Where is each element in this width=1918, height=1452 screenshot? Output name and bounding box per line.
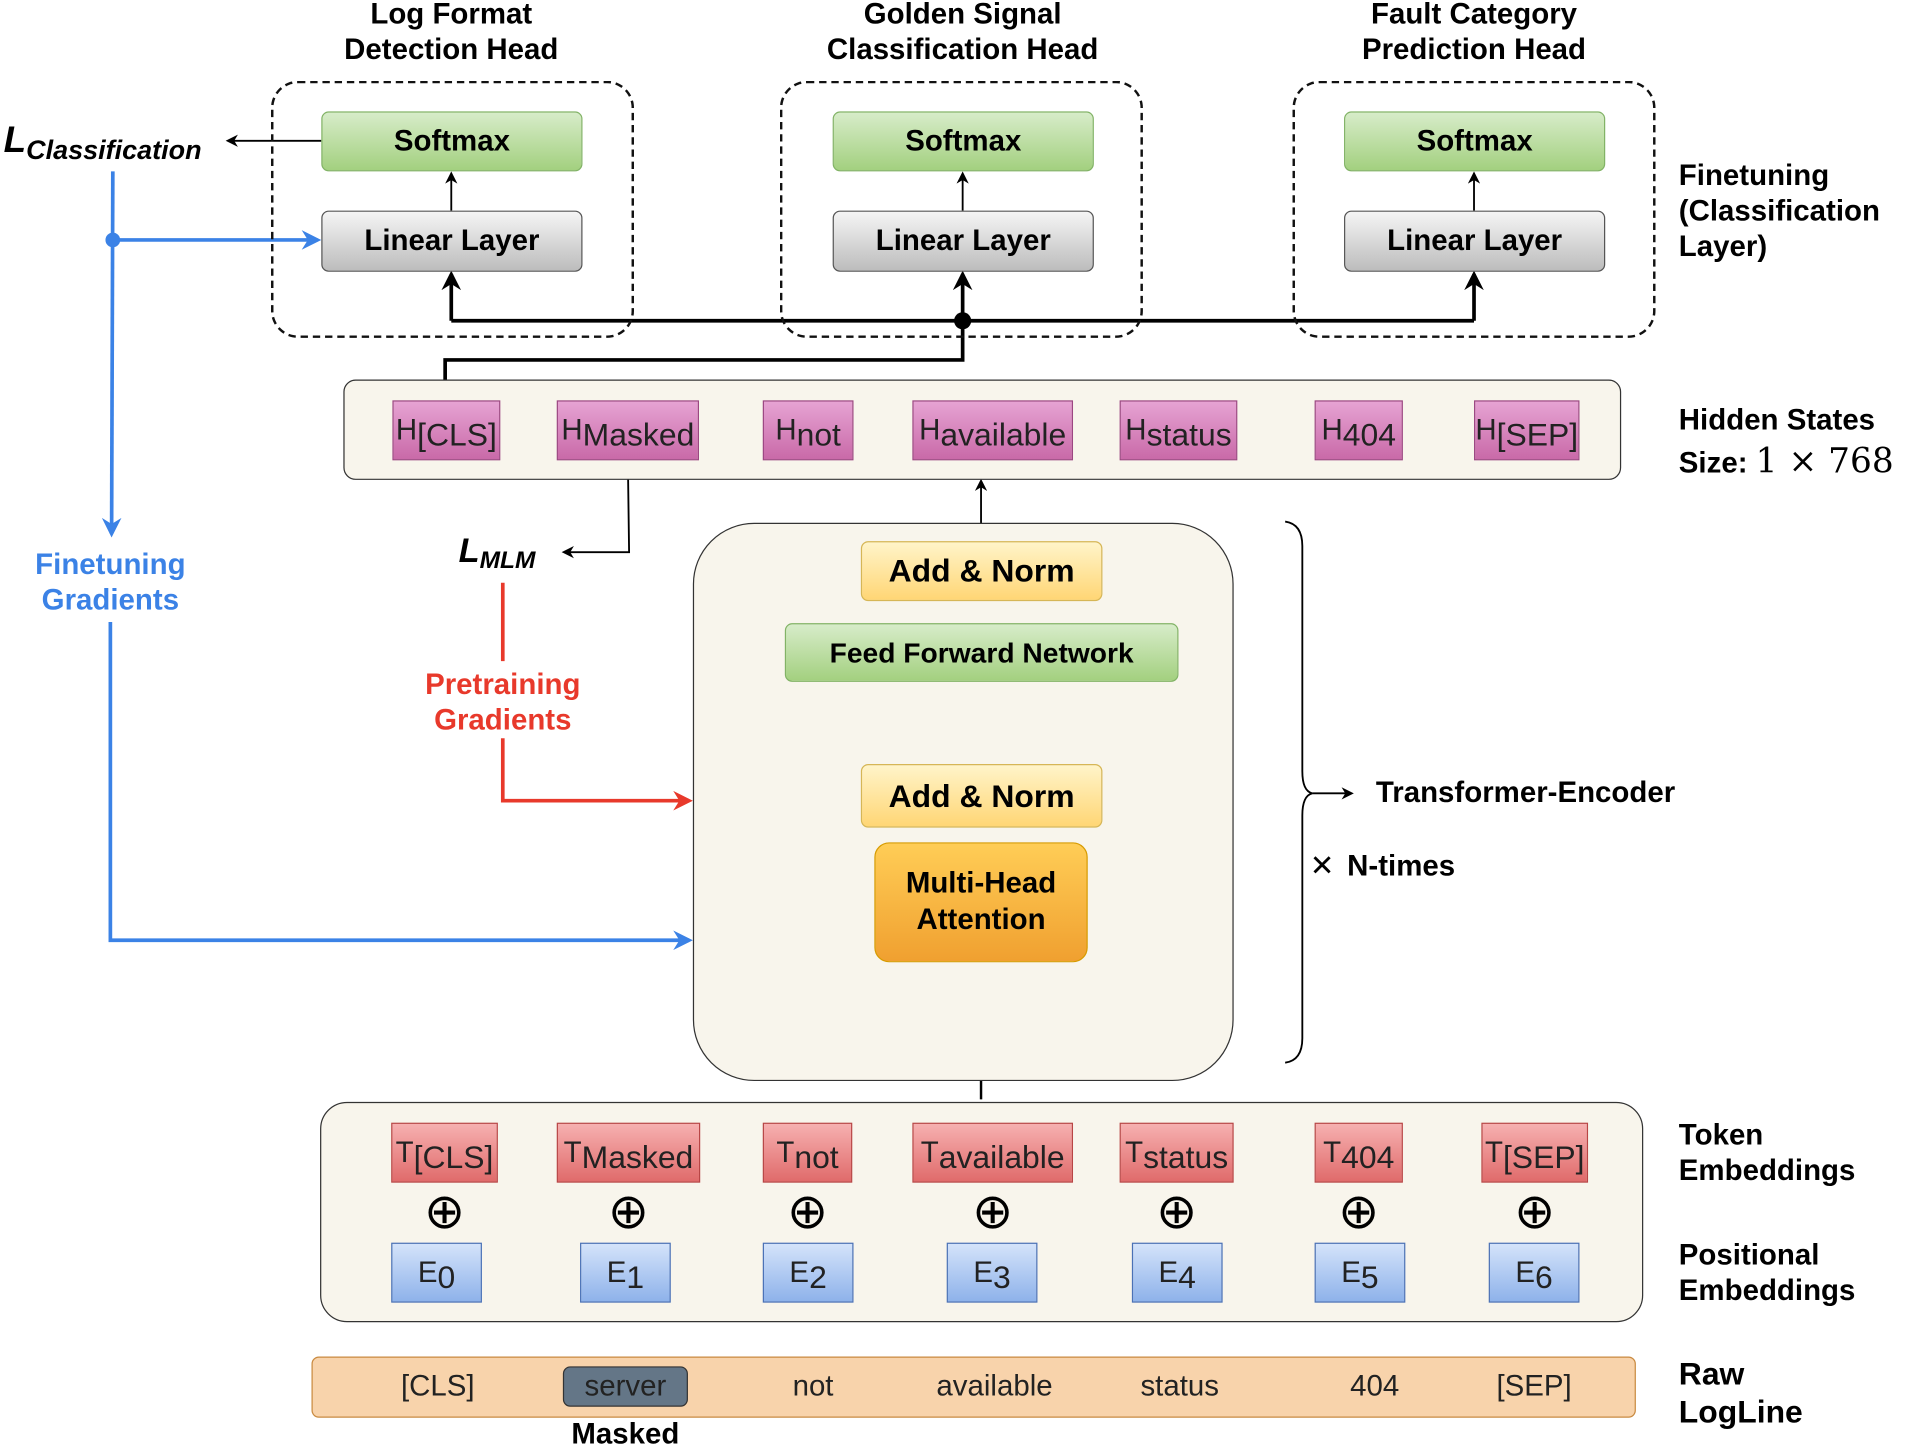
token-embedding: T[CLS] [391, 1122, 498, 1183]
linear-layer-box-2: Linear Layer [832, 210, 1094, 272]
oplus-icon: ⊕ [1156, 1185, 1198, 1239]
oplus-icon: ⊕ [423, 1185, 466, 1239]
raw-token: [SEP] [1496, 1369, 1572, 1403]
masked-caption: Masked [571, 1417, 680, 1451]
n-times-label: ✕ N-times [1309, 849, 1456, 883]
masked-token: server [562, 1366, 688, 1407]
transformer-encoder-label: Transformer-Encoder [1375, 776, 1676, 810]
oplus-icon: ⊕ [972, 1185, 1014, 1239]
raw-logline-bar [311, 1356, 1636, 1418]
raw-token: 404 [1350, 1369, 1400, 1403]
golden-signal-head [779, 80, 1143, 338]
add-norm-bottom: Add & Norm [860, 763, 1103, 828]
raw-token: available [936, 1369, 1053, 1403]
raw-token: [CLS] [400, 1369, 475, 1403]
pretraining-gradient-to-encoder [500, 737, 693, 811]
encoder-brace [1284, 520, 1313, 1064]
raw-token: not [792, 1369, 834, 1403]
loss-mlm-label: LMLM [458, 531, 536, 575]
oplus-icon: ⊕ [786, 1185, 829, 1239]
hidden-state-token: H[CLS] [392, 400, 501, 461]
oplus-icon: ⊕ [607, 1185, 650, 1239]
add-norm-top: Add & Norm [860, 541, 1103, 602]
softmax-box-1: Softmax [321, 111, 583, 172]
times-icon: ✕ [1309, 849, 1335, 883]
oplus-icon: ⊕ [1514, 1185, 1556, 1239]
finetuning-gradient-to-encoder [108, 621, 693, 951]
hidden-state-token: H[SEP] [1474, 400, 1580, 461]
hidden-states-label: Hidden States Size: 1 × 768 [1678, 404, 1894, 482]
softmax-box-2: Softmax [832, 111, 1094, 172]
loss-classification-label: LClassification [3, 119, 202, 166]
softmax-box-3: Softmax [1344, 111, 1606, 172]
arrow-to-l-mlm [561, 460, 631, 559]
token-embedding: T[SEP] [1481, 1122, 1589, 1183]
log-format-head [271, 80, 634, 338]
finetuning-gradient-line-top [101, 171, 122, 538]
linear-layer-box-3: Linear Layer [1344, 210, 1606, 272]
linear-layer-box-1: Linear Layer [321, 210, 583, 272]
bus-junction-dot [954, 312, 972, 330]
feed-forward-network: Feed Forward Network [784, 623, 1179, 682]
raw-token: status [1140, 1369, 1219, 1403]
head-bus-line [443, 320, 965, 398]
fault-category-head [1292, 80, 1656, 338]
oplus-icon: ⊕ [1338, 1185, 1380, 1239]
